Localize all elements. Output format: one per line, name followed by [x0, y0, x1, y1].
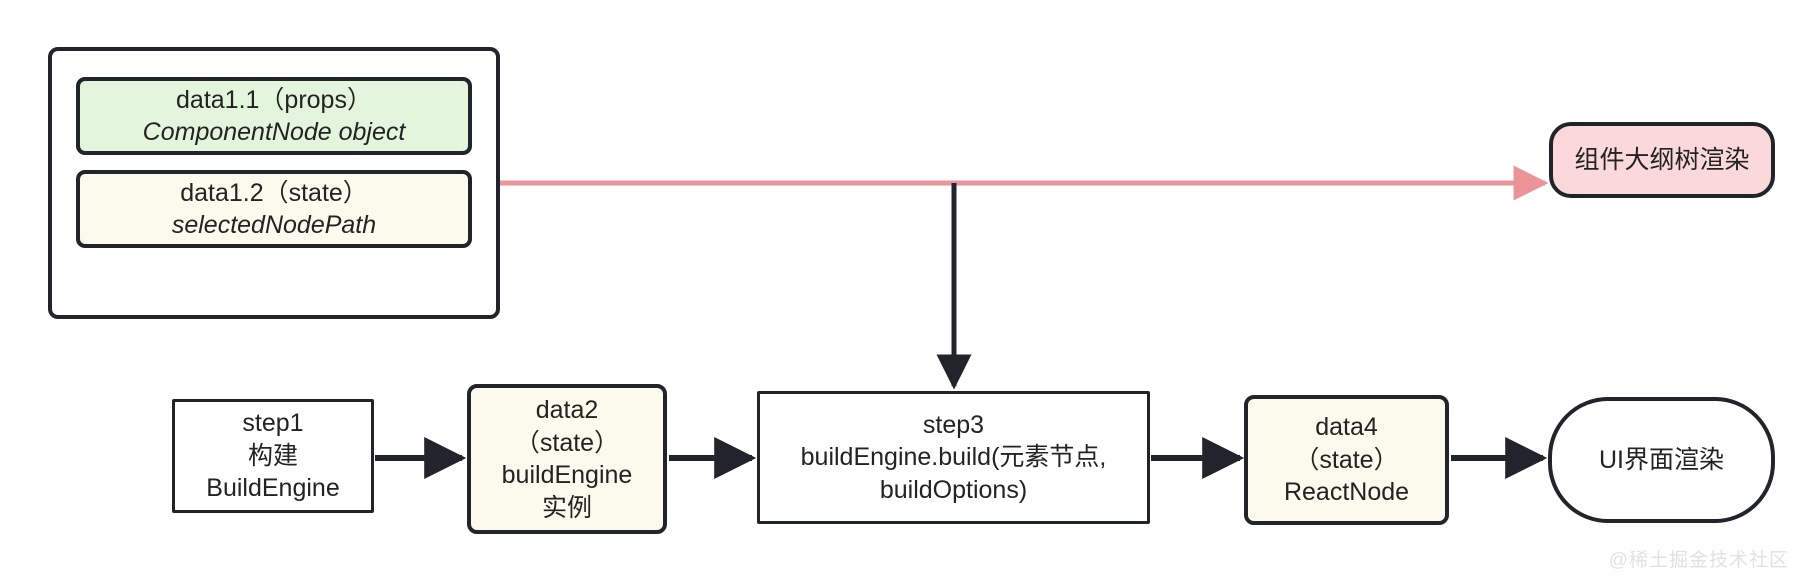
watermark: @稀土掘金技术社区 — [1608, 550, 1789, 571]
node-data1-2-line1: data1.2（state） — [180, 178, 368, 207]
node-data2-state[interactable]: data2 （state） buildEngine 实例 — [467, 384, 667, 534]
node-data4-state[interactable]: data4 （state） ReactNode — [1244, 395, 1449, 525]
node-data1-2-line2: selectedNodePath — [171, 211, 377, 239]
node-ui-render-label: UI界面渲染 — [1598, 445, 1724, 474]
node-step1-line3: BuildEngine — [206, 474, 340, 503]
node-data1-1-line1: data1.1（props） — [176, 85, 372, 114]
node-ui-render[interactable]: UI界面渲染 — [1548, 397, 1775, 523]
node-data4-line3: ReactNode — [1283, 478, 1410, 507]
node-data4-line2: （state） — [1294, 445, 1399, 474]
node-data1-1-props[interactable]: data1.1（props） ComponentNode object — [76, 77, 472, 155]
node-data4-line1: data4 — [1315, 413, 1378, 442]
node-data2-line4: 实例 — [541, 493, 592, 522]
node-data2-line2: （state） — [514, 428, 620, 457]
node-step3-build-call[interactable]: step3 buildEngine.build(元素节点, buildOptio… — [757, 391, 1150, 524]
node-data1-1-line2: ComponentNode object — [142, 118, 406, 146]
node-step3-line2: buildEngine.build(元素节点, — [800, 443, 1107, 472]
node-step1-line2: 构建 — [247, 441, 298, 470]
node-outline-tree-render[interactable]: 组件大纲树渲染 — [1549, 122, 1775, 198]
node-outline-tree-render-label: 组件大纲树渲染 — [1574, 145, 1750, 174]
node-data2-line1: data2 — [535, 396, 599, 424]
node-data1-2-state[interactable]: data1.2（state） selectedNodePath — [76, 170, 472, 248]
node-step3-line1: step3 — [922, 410, 985, 439]
node-step1-line1: step1 — [242, 409, 304, 438]
node-step3-line3: buildOptions) — [879, 475, 1028, 504]
node-data2-line3: buildEngine — [501, 461, 633, 489]
node-step1-build-engine[interactable]: step1 构建 BuildEngine — [172, 399, 374, 513]
